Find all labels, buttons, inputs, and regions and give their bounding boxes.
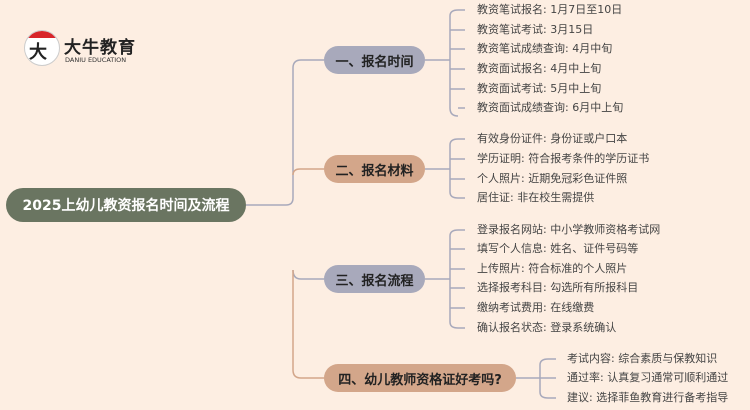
branch-node-4: 四、幼儿教师资格证好考吗? [324,364,516,392]
leaf-item: 个人照片: 近期免冠彩色证件照 [477,172,628,185]
leaf-item: 登录报名网站: 中小学教师资格考试网 [477,223,661,236]
leaf-item: 选择报考科目: 勾选所有所报科目 [477,281,639,294]
leaf-item: 确认报名状态: 登录系统确认 [477,321,617,334]
leaf-item: 建议: 选择菲鱼教育进行备考指导 [567,391,729,404]
leaf-item: 教资面试报名: 4月中上旬 [477,62,602,75]
branch-node-2: 二、报名材料 [324,155,425,183]
leaf-item: 考试内容: 综合素质与保教知识 [567,352,718,365]
leaf-item: 教资面试成绩查询: 6月中上旬 [477,101,624,114]
leaf-item: 教资笔试成绩查询: 4月中旬 [477,42,613,55]
branch-node-1: 一、报名时间 [324,46,425,74]
leaf-item: 教资面试考试: 5月中上旬 [477,82,602,95]
leaf-item: 学历证明: 符合报考条件的学历证书 [477,152,650,165]
leaf-item: 填写个人信息: 姓名、证件号码等 [477,242,639,255]
leaf-item: 教资笔试报名: 1月7日至10日 [477,3,623,16]
leaf-item: 上传照片: 符合标准的个人照片 [477,262,628,275]
leaf-item: 有效身份证件: 身份证或户口本 [477,132,628,145]
logo: 大 大牛教育 DANIU EDUCATION [24,30,144,70]
leaf-item: 通过率: 认真复习通常可顺利通过 [567,371,729,384]
leaf-item: 居住证: 非在校生需提供 [477,191,595,204]
root-node: 2025上幼儿教资报名时间及流程 [6,188,246,222]
leaf-item: 缴纳考试费用: 在线缴费 [477,301,595,314]
logo-mark: 大 [24,30,60,66]
logo-name: 大牛教育 [64,38,136,58]
branch-node-3: 三、报名流程 [324,265,425,293]
logo-subtitle: DANIU EDUCATION [65,56,127,64]
leaf-item: 教资笔试考试: 3月15日 [477,23,594,36]
